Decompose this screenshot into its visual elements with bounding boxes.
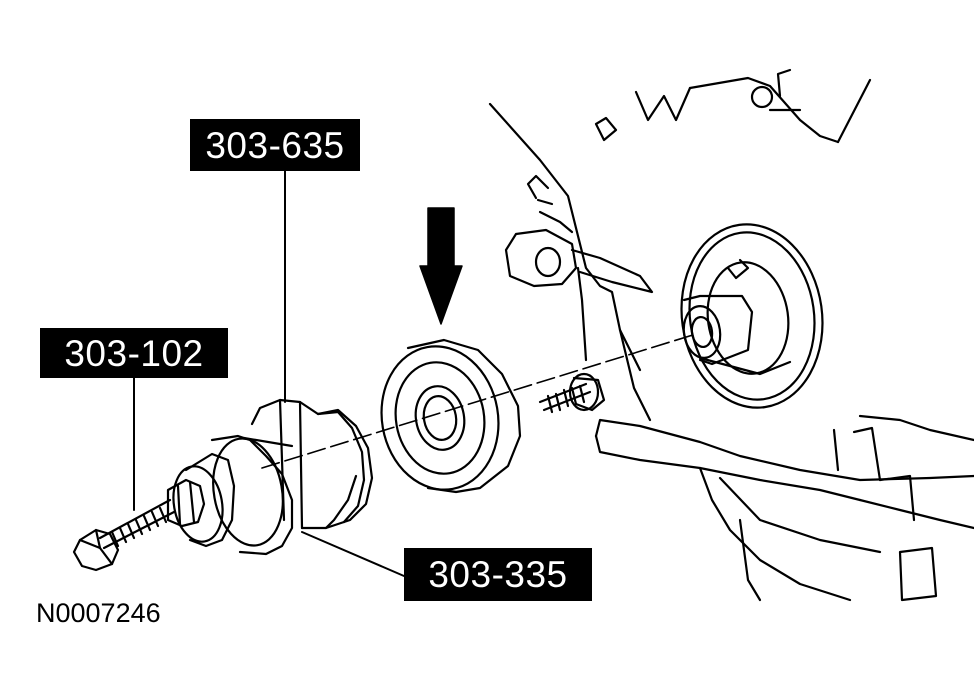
alignment-line	[261, 333, 697, 469]
bearing-pulley	[380, 338, 522, 494]
figure-number: N0007246	[36, 598, 161, 628]
callout-303-102: 303-102	[40, 328, 228, 378]
callout-leaders	[133, 170, 405, 577]
tool-303-335	[250, 398, 374, 530]
tool-303-635	[210, 434, 294, 556]
threaded-stud	[538, 382, 592, 414]
idler-bracket	[504, 210, 654, 412]
engine-pulley	[680, 223, 824, 409]
callout-303-635: 303-635	[190, 119, 360, 171]
tool-303-102	[72, 452, 236, 572]
down-arrow-icon	[419, 207, 463, 325]
callout-303-335: 303-335	[404, 548, 592, 601]
engine-block	[488, 68, 974, 602]
